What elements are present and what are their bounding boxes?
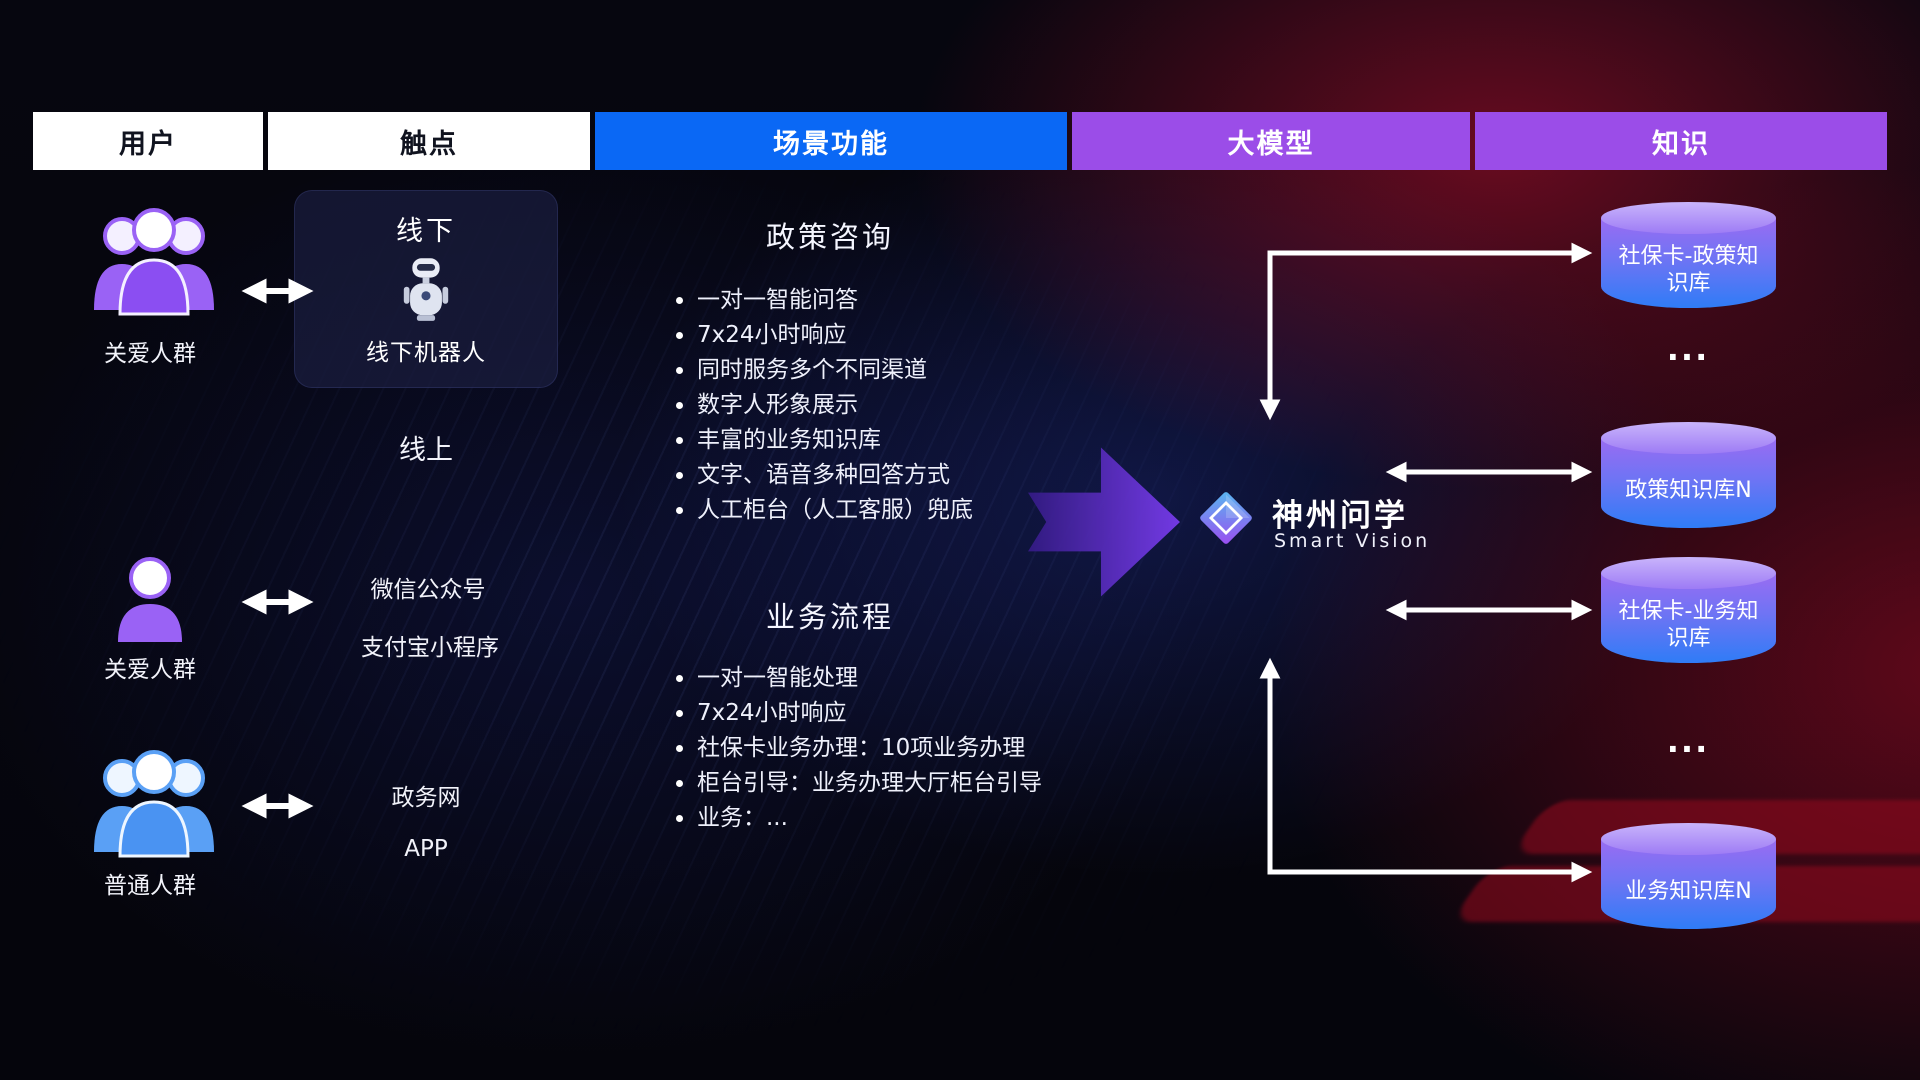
bullet-item: 柜台引导：业务办理大厅柜台引导 bbox=[676, 771, 1042, 796]
robot-icon bbox=[403, 256, 449, 326]
user-group-3-label: 普通人群 bbox=[104, 873, 196, 899]
bullet-label: 数字人形象展示 bbox=[697, 392, 858, 418]
db-policy-n: 政策知识库N bbox=[1601, 422, 1776, 528]
bullet-label: 柜台引导：业务办理大厅柜台引导 bbox=[697, 770, 1042, 796]
bullet-label: 丰富的业务知识库 bbox=[697, 427, 881, 453]
bullet-dot bbox=[676, 367, 683, 374]
model-name: 神州问学 bbox=[1272, 498, 1408, 534]
flow-arrow bbox=[1028, 447, 1180, 597]
bullet-item: 数字人形象展示 bbox=[676, 393, 973, 418]
header-touchpoints: 触点 bbox=[268, 112, 590, 170]
cylinder-top bbox=[1601, 202, 1776, 234]
bullet-label: 同时服务多个不同渠道 bbox=[697, 357, 927, 383]
bullet-item: 文字、语音多种回答方式 bbox=[676, 463, 973, 488]
business-title: 业务流程 bbox=[765, 600, 895, 634]
bullet-item: 一对一智能问答 bbox=[676, 288, 973, 313]
touchpoint-gov: 政务网 bbox=[391, 785, 461, 811]
bullet-item: 社保卡业务办理：10项业务办理 bbox=[676, 736, 1042, 761]
cylinder-top bbox=[1601, 823, 1776, 855]
cylinder-top bbox=[1601, 422, 1776, 454]
bullet-dot bbox=[676, 297, 683, 304]
bullet-dot bbox=[676, 815, 683, 822]
knowledge-ellipsis: ... bbox=[1666, 722, 1710, 760]
business-bullet-list: 一对一智能处理 7x24小时响应 社保卡业务办理：10项业务办理 柜台引导：业务… bbox=[676, 666, 1042, 831]
bullet-item: 7x24小时响应 bbox=[676, 323, 973, 348]
bullet-label: 人工柜台（人工客服）兜底 bbox=[697, 497, 973, 523]
knowledge-ellipsis: ... bbox=[1666, 330, 1710, 368]
bullet-item: 业务：... bbox=[676, 806, 1042, 831]
user-group-blue-icon bbox=[84, 748, 224, 862]
bullet-item: 丰富的业务知识库 bbox=[676, 428, 973, 453]
bullet-dot bbox=[676, 472, 683, 479]
bullet-label: 业务：... bbox=[697, 805, 788, 831]
header-scene: 场景功能 bbox=[595, 112, 1067, 170]
model-subtitle: Smart Vision bbox=[1274, 530, 1431, 552]
policy-bullet-list: 一对一智能问答 7x24小时响应 同时服务多个不同渠道 数字人形象展示 丰富的业… bbox=[676, 288, 973, 523]
bullet-dot bbox=[676, 780, 683, 787]
header-model: 大模型 bbox=[1072, 112, 1470, 170]
smart-vision-logo-icon bbox=[1194, 486, 1258, 554]
bullet-label: 一对一智能问答 bbox=[697, 287, 858, 313]
db-label: 业务知识库N bbox=[1625, 878, 1752, 904]
db-label: 社保卡-业务知识库 bbox=[1618, 599, 1759, 651]
bullet-label: 7x24小时响应 bbox=[697, 322, 847, 348]
bullet-item: 人工柜台（人工客服）兜底 bbox=[676, 498, 973, 523]
offline-robot-label: 线下机器人 bbox=[366, 340, 486, 366]
header-knowledge: 知识 bbox=[1475, 112, 1887, 170]
db-label: 政策知识库N bbox=[1625, 477, 1752, 503]
bullet-dot bbox=[676, 402, 683, 409]
user-group-1-label: 关爱人群 bbox=[104, 341, 196, 367]
bullet-label: 7x24小时响应 bbox=[697, 700, 847, 726]
offline-title: 线下 bbox=[396, 216, 456, 247]
bullet-label: 文字、语音多种回答方式 bbox=[697, 462, 950, 488]
bullet-dot bbox=[676, 710, 683, 717]
bullet-dot bbox=[676, 507, 683, 514]
bullet-dot bbox=[676, 437, 683, 444]
bullet-item: 同时服务多个不同渠道 bbox=[676, 358, 973, 383]
bullet-dot bbox=[676, 675, 683, 682]
bullet-label: 一对一智能处理 bbox=[697, 665, 858, 691]
offline-touchpoint-card: 线下 线下机器人 bbox=[294, 190, 558, 388]
policy-title: 政策咨询 bbox=[765, 220, 895, 254]
online-title: 线上 bbox=[399, 435, 453, 466]
db-label: 社保卡-政策知识库 bbox=[1618, 244, 1759, 296]
db-shebao-policy: 社保卡-政策知识库 bbox=[1601, 202, 1776, 308]
touchpoint-alipay: 支付宝小程序 bbox=[361, 635, 499, 661]
bullet-label: 社保卡业务办理：10项业务办理 bbox=[697, 735, 1026, 761]
touchpoint-app: APP bbox=[404, 836, 448, 862]
bullet-item: 一对一智能处理 bbox=[676, 666, 1042, 691]
arrow-model-db1 bbox=[1259, 242, 1593, 421]
header-users: 用户 bbox=[33, 112, 263, 170]
touchpoint-wechat: 微信公众号 bbox=[370, 577, 486, 603]
db-shebao-business: 社保卡-业务知识库 bbox=[1601, 557, 1776, 663]
bullet-item: 7x24小时响应 bbox=[676, 701, 1042, 726]
cylinder-top bbox=[1601, 557, 1776, 589]
user-group-purple-icon bbox=[84, 206, 224, 320]
bullet-dot bbox=[676, 745, 683, 752]
db-business-n: 业务知识库N bbox=[1601, 823, 1776, 929]
user-person-purple-icon bbox=[112, 556, 188, 648]
user-group-2-label: 关爱人群 bbox=[104, 657, 196, 683]
bullet-dot bbox=[676, 332, 683, 339]
